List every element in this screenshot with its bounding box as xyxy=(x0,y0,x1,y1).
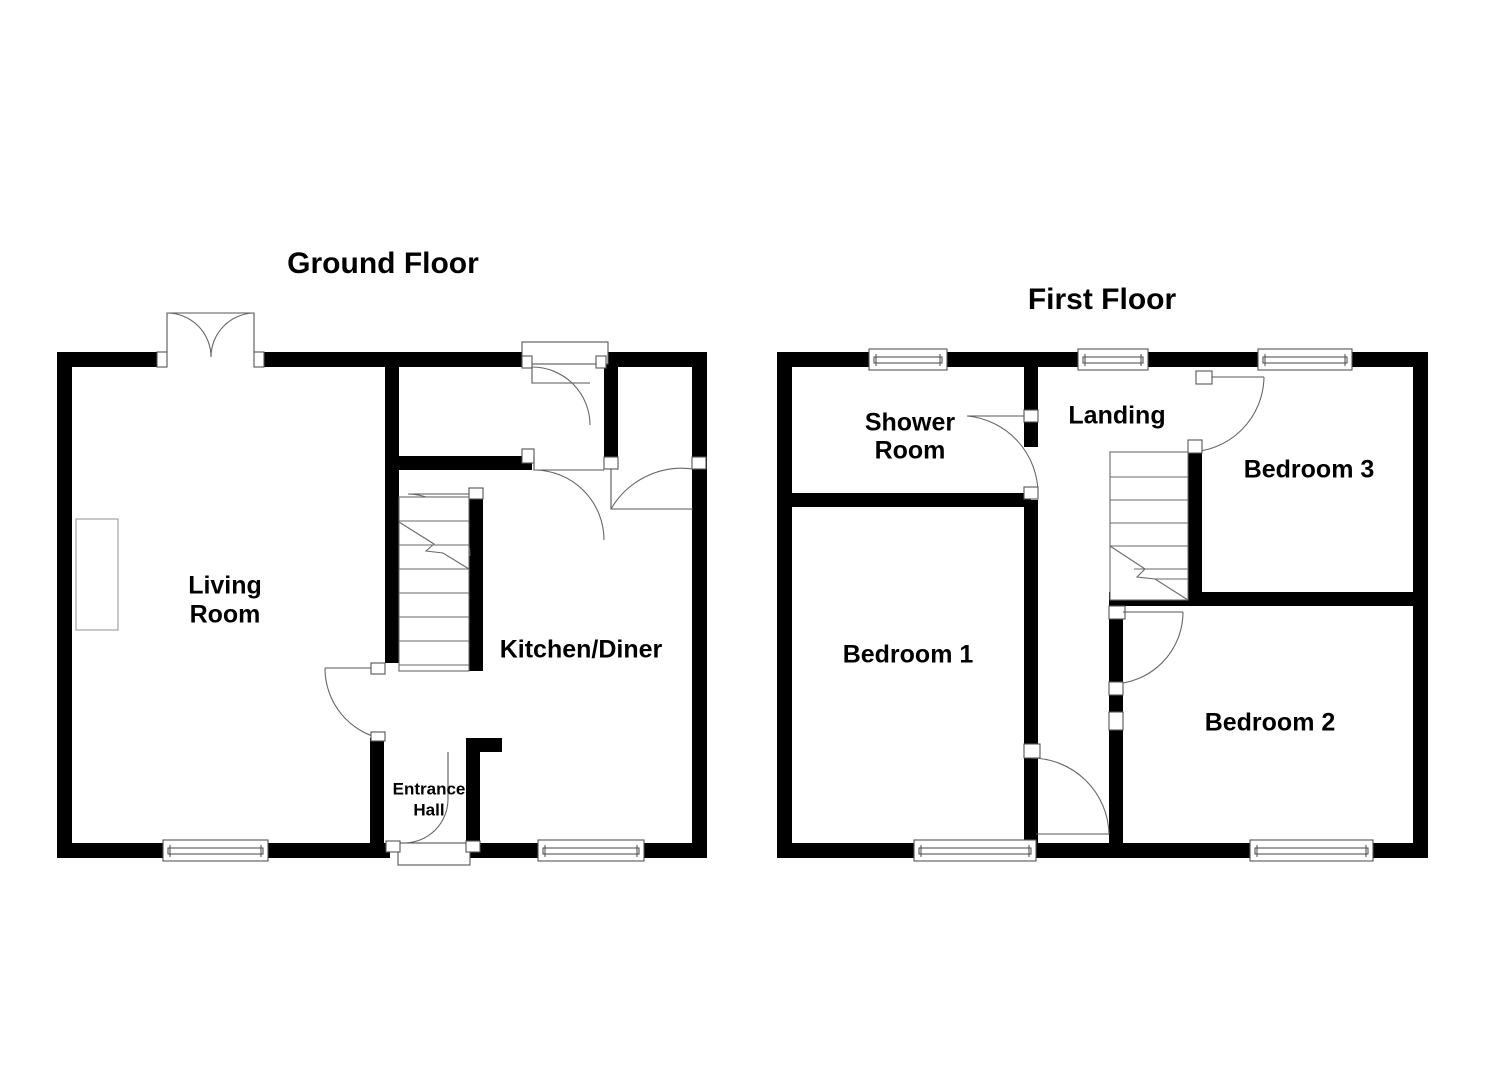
fireplace-recess xyxy=(75,518,119,631)
window-shower-room xyxy=(868,348,948,371)
room-label-shower-room-line1: Shower xyxy=(865,409,956,437)
ground-floor-title: Ground Floor xyxy=(287,247,479,280)
room-label-living-room-line1: Living xyxy=(188,572,262,600)
first-wall-top-s3 xyxy=(1148,352,1258,367)
door-jamb-bed1 xyxy=(1023,743,1041,759)
cupboard-door-jamb-right xyxy=(691,456,707,470)
ground-wall-top-left xyxy=(57,352,157,367)
room-label-living-room-line2: Room xyxy=(190,601,261,629)
door-jamb-bed2-top xyxy=(1108,605,1126,620)
first-wall-bottom-s1 xyxy=(777,843,914,858)
door-bedroom-1[interactable] xyxy=(1023,743,1110,835)
window-bedroom-1 xyxy=(913,839,1037,862)
room-label-entrance-hall-line2: Hall xyxy=(413,800,444,819)
door-jamb-hall-top xyxy=(370,731,386,742)
door-jamb-bed3-top xyxy=(1195,370,1213,385)
ground-floor-group: Ground Floor xyxy=(57,247,707,866)
first-wall-bottom-s2 xyxy=(1036,843,1250,858)
ground-internal-wall-stair-right xyxy=(469,497,483,671)
first-floor-title: First Floor xyxy=(1028,283,1177,316)
room-label-entrance-hall-line1: Entrance xyxy=(393,779,466,798)
first-wall-top-s2 xyxy=(947,352,1078,367)
room-label-bedroom-3: Bedroom 3 xyxy=(1244,456,1375,484)
door-jamb-shower-top xyxy=(1023,409,1039,423)
window-bedroom-2 xyxy=(1249,839,1374,862)
first-internal-wall-bed2-top xyxy=(1109,592,1428,606)
ground-internal-wall-hall-right xyxy=(466,738,480,844)
first-room-labels: Shower Room Landing Bedroom 3 Bedroom 1 … xyxy=(843,402,1375,737)
first-internal-wall-bed1-right xyxy=(1024,500,1038,858)
door-jamb-under-stairs xyxy=(370,662,386,675)
front-door[interactable] xyxy=(385,752,481,866)
door-jamb-bed2-bottom xyxy=(1108,681,1124,696)
first-internal-wall-stair-right xyxy=(1188,452,1202,600)
first-wall-top-s4 xyxy=(1352,352,1428,367)
door-shower-room[interactable] xyxy=(966,409,1039,500)
door-jamb-shower-bottom xyxy=(1023,486,1039,500)
window-living-room xyxy=(162,839,269,862)
door-jamb-bed2-lower xyxy=(1108,711,1124,731)
ground-wall-bottom-mid xyxy=(466,843,538,858)
ground-wall-left xyxy=(57,352,72,858)
staircase-first xyxy=(1109,451,1189,601)
first-wall-top-s1 xyxy=(777,352,869,367)
ground-wall-right xyxy=(692,352,707,858)
window-landing xyxy=(1077,348,1149,371)
room-label-bedroom-1: Bedroom 1 xyxy=(843,641,974,669)
room-label-landing: Landing xyxy=(1068,402,1165,430)
room-label-kitchen-diner: Kitchen/Diner xyxy=(500,636,663,664)
first-wall-left xyxy=(777,352,792,858)
ground-internal-wall-hall-return xyxy=(480,738,502,752)
ground-internal-wall-cupboard-bottom xyxy=(385,456,532,470)
door-jamb-upper xyxy=(521,448,535,464)
ground-internal-wall-hall-left xyxy=(370,738,384,844)
door-hall-to-kitchen-upper[interactable] xyxy=(521,448,605,541)
back-door-kitchen[interactable] xyxy=(521,341,609,426)
door-bedroom-2[interactable] xyxy=(1108,605,1184,731)
first-internal-wall-shower-right-top xyxy=(1024,352,1038,447)
door-jamb-bed3-bottom xyxy=(1187,439,1203,454)
first-floor-group: First Floor xyxy=(777,283,1428,862)
ground-wall-bottom-right xyxy=(644,843,707,858)
ground-internal-wall-living-right xyxy=(385,352,399,663)
ground-wall-top-right xyxy=(608,352,707,367)
cupboard-door-right[interactable] xyxy=(603,456,694,510)
first-internal-wall-shower-bottom xyxy=(777,493,1031,507)
ground-internal-wall-cupboard-right xyxy=(604,352,618,462)
staircase-ground xyxy=(398,496,470,672)
french-doors[interactable] xyxy=(166,312,255,358)
ground-jamb-french-right xyxy=(253,351,265,368)
ground-wall-bottom-left xyxy=(57,843,163,858)
ground-jamb-french-left xyxy=(156,351,168,368)
first-wall-bottom-s3 xyxy=(1373,843,1428,858)
cupboard-door-jamb xyxy=(603,456,619,470)
door-jamb-stair-head xyxy=(468,487,484,500)
door-bedroom-3[interactable] xyxy=(1187,370,1265,454)
ground-room-labels: Living Room Kitchen/Diner Entrance Hall xyxy=(188,572,662,820)
ground-wall-bottom-left2 xyxy=(268,843,390,858)
room-label-shower-room-line2: Room xyxy=(875,437,946,465)
window-bedroom-3 xyxy=(1257,348,1353,371)
window-kitchen-diner xyxy=(537,839,645,862)
room-label-bedroom-2: Bedroom 2 xyxy=(1205,709,1336,737)
